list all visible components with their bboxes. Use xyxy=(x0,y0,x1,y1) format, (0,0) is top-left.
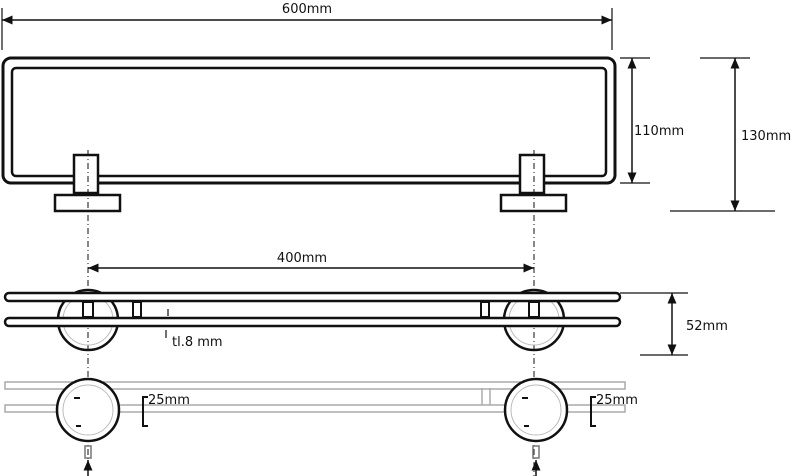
shelf-outer-frame xyxy=(1,56,617,185)
left-fixing-label: 25mm xyxy=(148,393,190,408)
right-fixing-bracket xyxy=(590,396,596,427)
lower-rail xyxy=(3,316,622,328)
upper-rail xyxy=(3,291,622,303)
side-view: tl.8 mm 52mm xyxy=(3,288,728,356)
thickness-label: tl.8 mm xyxy=(172,335,223,350)
left-wall-plate xyxy=(55,377,121,443)
total-height-label: 130mm xyxy=(741,129,791,144)
right-fixing-label: 25mm xyxy=(596,393,638,408)
rear-view: 25mm 25mm xyxy=(4,377,638,476)
side-height-label: 52mm xyxy=(686,319,728,334)
bracket-spacing-label: 400mm xyxy=(277,251,327,266)
right-wall-plate xyxy=(503,377,569,443)
shelf-inner-frame xyxy=(10,66,608,178)
inner-height-label: 110mm xyxy=(634,124,684,139)
left-fixing-bracket xyxy=(142,396,148,427)
top-view: 600mm 110mm 130mm xyxy=(1,2,791,213)
width-label: 600mm xyxy=(282,2,332,17)
